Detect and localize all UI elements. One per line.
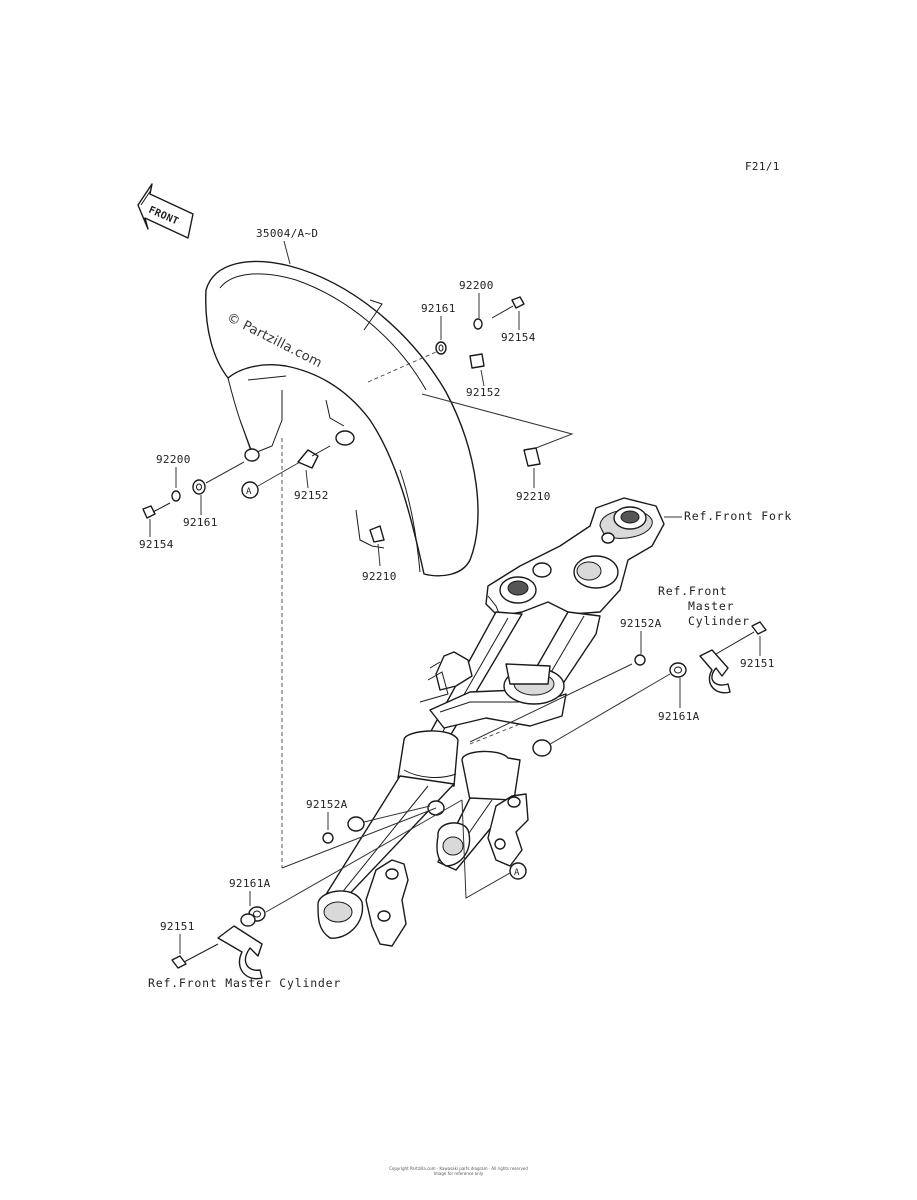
washer-left-icon [171,490,181,502]
callout-a-right-label: A [514,868,520,878]
label-nut-left: 92161 [183,516,218,529]
label-ref-mc-left: Ref.Front Master Cylinder [148,976,341,990]
label-washer-top: 92200 [459,279,494,292]
bolt-right-icon [751,621,767,635]
label-bolt-top: 92154 [501,331,536,344]
callout-a-right [509,862,527,880]
footer: Copyright Partzilla.com · Kawasaki parts… [0,1166,917,1176]
bolt-bottom-left-icon [171,955,187,969]
label-ref-mc-right-2: Master [688,599,734,613]
label-collar-a-left: 92152A [306,798,348,811]
label-ref-mc-right-1: Ref.Front [658,584,728,598]
bolt-top-icon [511,296,525,309]
bolt-left-icon [142,505,156,519]
label-bolt-left: 92154 [139,538,174,551]
collar-top-icon [469,353,485,369]
footer-line-1: Copyright Partzilla.com · Kawasaki parts… [389,1166,528,1171]
label-clip-left: 92210 [362,570,397,583]
clamp-left-icon [217,925,263,980]
collar-a-left-icon [322,832,334,844]
front-arrow-icon: FRONT [137,183,194,239]
callout-a-left [241,481,259,499]
label-clip-right: 92210 [516,490,551,503]
collar-a-right-icon [634,654,646,666]
label-nut-a-right: 92161A [658,710,700,723]
page-code: F21/1 [745,160,780,173]
label-collar-a-right: 92152A [620,617,662,630]
label-ref-front-fork: Ref.Front Fork [684,509,792,523]
label-bolt-bottom-left: 92151 [160,920,195,933]
label-washer-left: 92200 [156,453,191,466]
label-collar-left: 92152 [294,489,329,502]
footer-line-2: Image for reference only [433,1171,484,1176]
collar-left-icon [297,449,319,469]
front-fender: © Partzilla.com [205,260,479,577]
label-collar-top: 92152 [466,386,501,399]
clamp-right-icon [699,649,731,694]
nut-a-right-icon [669,662,687,678]
label-ref-mc-right-3: Cylinder [688,614,750,628]
clip-left-icon [369,525,385,543]
washer-top-icon [473,318,483,330]
label-fender: 35004/A~D [256,227,318,240]
clip-right-icon [523,447,541,467]
label-bolt-right: 92151 [740,657,775,670]
label-nut-top: 92161 [421,302,456,315]
nut-left-icon [192,479,206,495]
front-fork [317,497,665,947]
label-nut-a-left: 92161A [229,877,271,890]
nut-top-icon [435,341,447,355]
callout-a-left-label: A [246,487,252,497]
